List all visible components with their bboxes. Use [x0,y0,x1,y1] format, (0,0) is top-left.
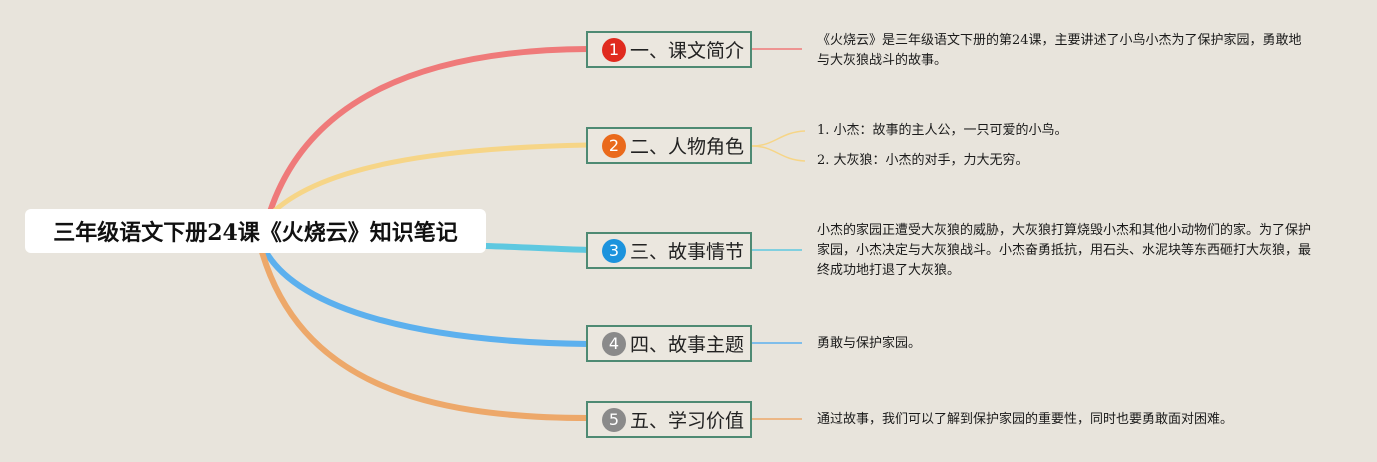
branch-theme[interactable]: 4 四、故事主题 [586,325,752,362]
branch-value[interactable]: 5 五、学习价值 [586,401,752,438]
branch-title: 三、故事情节 [630,241,745,263]
main-link-2 [267,142,591,218]
detail-text: 1. 小杰：故事的主人公，一只可爱的小鸟。 [817,123,1068,138]
branch-title: 四、故事主题 [630,334,745,356]
detail-link-2b [751,145,806,162]
number-3-icon: 3 [602,238,626,263]
root-topic[interactable]: 三年级语文下册24课《火烧云》知识笔记 [25,209,486,253]
number-5-icon: 5 [602,407,626,432]
number-4-icon: 4 [602,331,626,356]
number-2-icon: 2 [602,133,626,158]
root-title: 三年级语文下册24课《火烧云》知识笔记 [53,220,458,246]
detail-text: 勇敢与保护家园。 [817,336,922,351]
detail-character-xiaojie: 1. 小杰：故事的主人公，一只可爱的小鸟。 [817,121,1312,141]
detail-text: 《火烧云》是三年级语文下册的第24课，主要讲述了小鸟小杰为了保护家园，勇敢地与大… [817,33,1302,68]
main-link-4 [263,249,591,347]
branch-characters[interactable]: 2 二、人物角色 [586,127,752,164]
detail-text: 小杰的家园正遭受大灰狼的威胁，大灰狼打算烧毁小杰和其他小动物们的家。为了保护家园… [817,223,1312,278]
detail-value: 通过故事，我们可以了解到保护家园的重要性，同时也要勇敢面对困难。 [817,410,1312,430]
detail-character-wolf: 2. 大灰狼：小杰的对手，力大无穷。 [817,151,1312,171]
branch-title: 五、学习价值 [630,410,745,432]
branch-title: 二、人物角色 [630,136,745,158]
branch-intro[interactable]: 1 一、课文简介 [586,31,752,68]
main-link-1 [263,46,591,228]
detail-intro: 《火烧云》是三年级语文下册的第24课，主要讲述了小鸟小杰为了保护家园，勇敢地与大… [817,31,1312,71]
detail-link-2a [751,130,806,147]
detail-theme: 勇敢与保护家园。 [817,334,1312,354]
number-1-icon: 1 [602,37,626,62]
branch-plot[interactable]: 3 三、故事情节 [586,232,752,269]
detail-plot: 小杰的家园正遭受大灰狼的威胁，大灰狼打算烧毁小杰和其他小动物们的家。为了保护家园… [817,221,1312,281]
main-link-5 [259,249,591,421]
branch-title: 一、课文简介 [630,40,745,62]
detail-text: 2. 大灰狼：小杰的对手，力大无穷。 [817,153,1029,168]
detail-text: 通过故事，我们可以了解到保护家园的重要性，同时也要勇敢面对困难。 [817,412,1234,427]
main-link-3 [483,243,591,253]
